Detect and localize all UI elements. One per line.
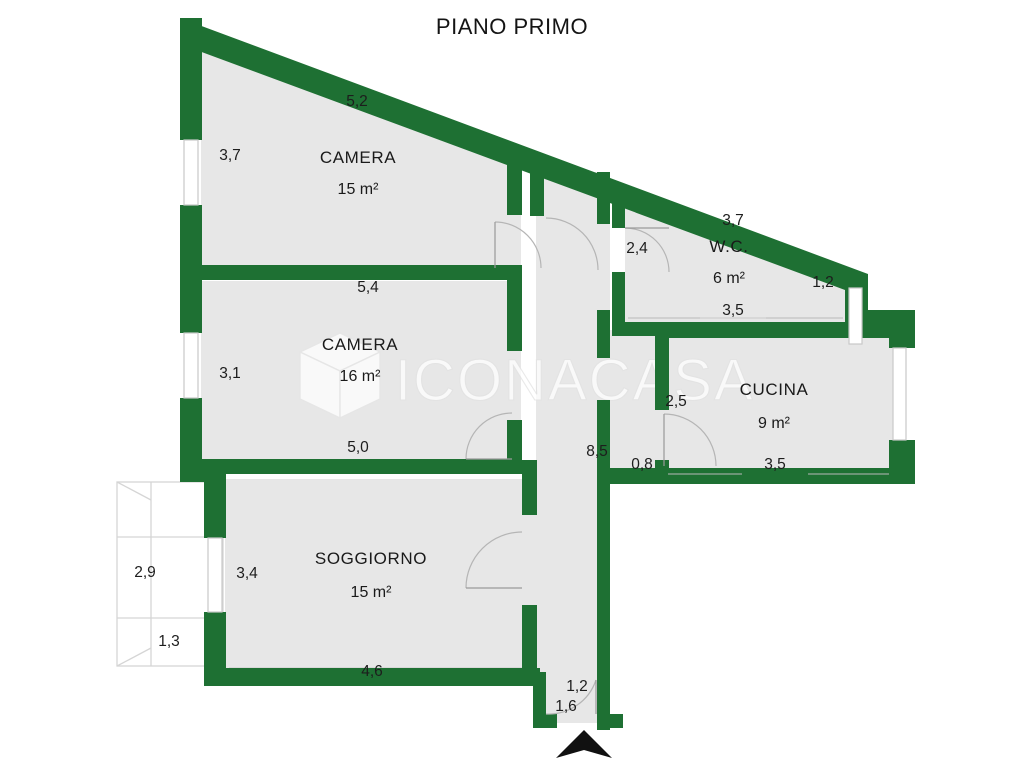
dimension-labels: 5,2 3,7 5,4 3,1 5,0 3,4 4,6 2,9 1,3 3,7 … — [134, 93, 834, 715]
wall-soggiorno-right-a — [522, 460, 537, 515]
dim-soggiorno-bottom: 4,6 — [361, 663, 383, 680]
floor-soggiorno — [225, 479, 536, 671]
dim-camera1-top: 5,2 — [346, 93, 368, 110]
floor-entrance — [545, 680, 610, 722]
room-label-cucina: CUCINA — [740, 380, 809, 399]
dim-cucina-left: 2,5 — [665, 393, 687, 410]
dim-corridor-width: 0,8 — [631, 456, 653, 473]
floor-corridor-cucina-link — [610, 330, 664, 478]
dim-soggiorno-left: 3,4 — [236, 565, 258, 582]
wall-cucina-right-a — [889, 324, 915, 348]
wall-left-seg-2 — [180, 205, 202, 333]
page-title: PIANO PRIMO — [435, 14, 589, 39]
wall-camera2-right-a — [507, 295, 522, 351]
dim-wc-bottom: 3,5 — [722, 302, 744, 319]
wall-camera1-right-a — [507, 155, 522, 215]
room-label-soggiorno: SOGGIORNO — [315, 549, 427, 568]
floor-camera-1 — [201, 44, 521, 268]
dim-entrance-depth: 1,2 — [566, 678, 588, 695]
wall-cucina-left-a — [655, 330, 669, 410]
room-labels: CAMERA 15 m² CAMERA 16 m² SOGGIORNO 15 m… — [315, 148, 809, 601]
window-left-soggiorno — [207, 537, 223, 613]
floor-cucina — [664, 330, 893, 478]
wall-entrance-bottom-left — [533, 714, 557, 728]
wall-corridor-right-upper — [597, 172, 610, 224]
floor-wc — [625, 204, 846, 322]
dim-wc-top: 3,7 — [722, 212, 744, 229]
door-arc-entrance — [545, 679, 597, 715]
dimension-ticks — [628, 317, 889, 475]
door-swings — [465, 217, 717, 715]
door-arc-camera1 — [494, 221, 542, 269]
entrance-arrow-icon — [556, 730, 612, 758]
wall-corridor-left-stub — [530, 172, 544, 216]
window-right-wc — [848, 287, 863, 345]
wall-left-seg-5 — [204, 612, 226, 674]
wall-camera2-right-b — [507, 420, 522, 474]
window-left-camera2 — [183, 332, 199, 399]
wall-cucina-bottom — [597, 468, 915, 484]
dim-balcony-width: 1,3 — [158, 633, 180, 650]
room-area-camera-1: 15 m² — [338, 181, 380, 198]
windows — [183, 139, 907, 613]
wall-soggiorno-right-b — [522, 605, 537, 675]
watermark-cube-icon — [298, 332, 382, 420]
door-arc-corridor-north — [545, 217, 599, 271]
watermark: ICONACASA — [298, 332, 755, 420]
wall-soggiorno-divider — [202, 459, 522, 474]
door-arc-camera2 — [465, 412, 513, 460]
room-area-camera-2: 16 m² — [340, 368, 382, 385]
dim-camera2-top: 5,4 — [357, 279, 379, 296]
wall-soggiorno-bottom — [204, 668, 540, 686]
room-area-cucina: 9 m² — [758, 415, 791, 432]
room-area-soggiorno: 15 m² — [351, 584, 393, 601]
wall-camera1-right-b — [507, 265, 522, 295]
window-left-camera1 — [183, 139, 199, 206]
walls — [180, 18, 915, 730]
dim-wc-left: 2,4 — [626, 240, 648, 257]
wall-wc-left-a — [612, 186, 625, 228]
dim-wc-right: 1,2 — [812, 274, 834, 291]
dim-camera1-left: 3,7 — [219, 147, 241, 164]
wall-wc-left-b — [612, 272, 625, 334]
dim-camera2-left: 3,1 — [219, 365, 241, 382]
room-area-wc: 6 m² — [713, 270, 746, 287]
door-arc-wc — [624, 227, 670, 273]
room-label-wc: W.C. — [709, 237, 748, 256]
wall-corridor-right-mid — [597, 310, 610, 358]
dim-balcony-height: 2,9 — [134, 564, 156, 581]
dim-entrance-width: 1,6 — [555, 698, 577, 715]
wall-left-seg-1 — [180, 18, 202, 140]
dim-corridor-length: 8,5 — [586, 443, 608, 460]
wall-cucina-top — [655, 324, 915, 338]
door-arc-cucina — [663, 413, 717, 467]
wall-top-sloped — [180, 18, 868, 310]
watermark-text: ICONACASA — [395, 348, 755, 413]
wall-entrance-bottom-right — [597, 714, 623, 728]
dim-camera2-bottom: 5,0 — [347, 439, 369, 456]
room-label-camera-1: CAMERA — [320, 148, 396, 167]
room-label-camera-2: CAMERA — [322, 335, 398, 354]
door-arc-soggiorno — [465, 531, 523, 589]
window-right-cucina — [892, 347, 907, 441]
floor-corridor — [536, 172, 610, 723]
dim-cucina-bottom: 3,5 — [764, 456, 786, 473]
wall-camera-divider — [202, 265, 522, 280]
wall-left-seg-4 — [204, 482, 226, 538]
